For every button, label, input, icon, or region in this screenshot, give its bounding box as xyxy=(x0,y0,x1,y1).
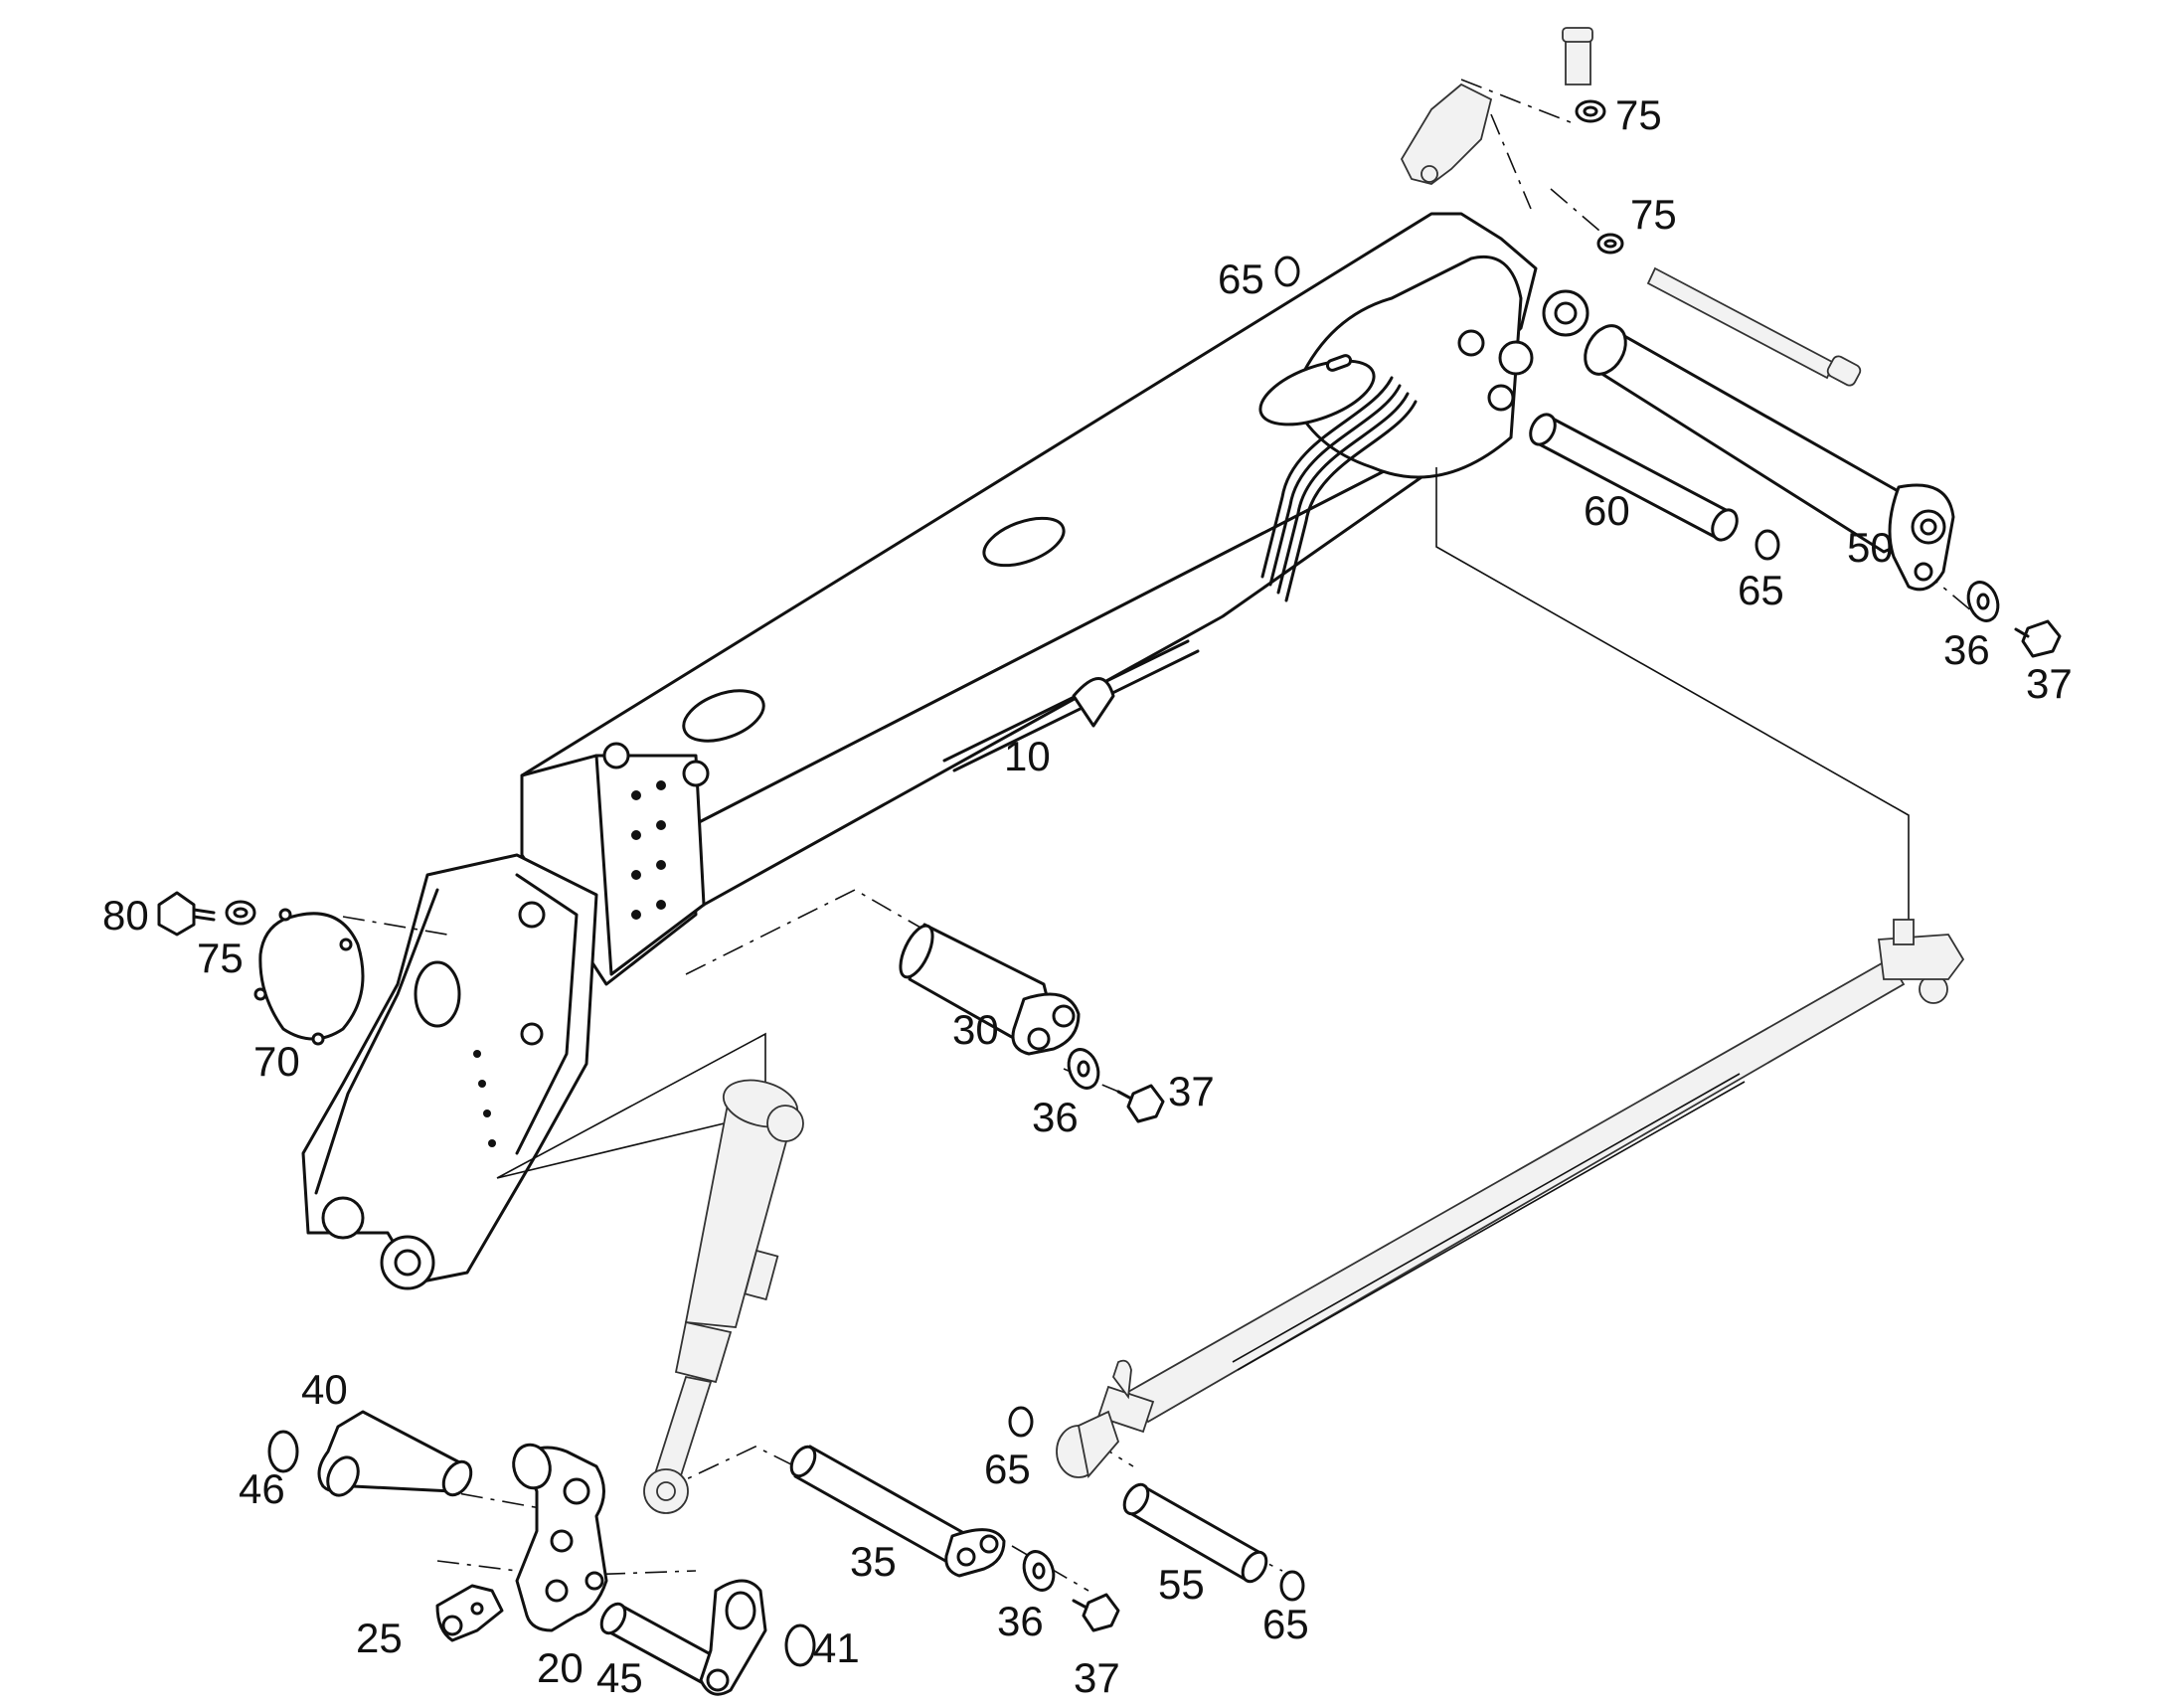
ring-46 xyxy=(267,1430,299,1473)
label-65d: 65 xyxy=(1262,1601,1309,1647)
bolt-37c xyxy=(2014,619,2062,658)
washer-75c xyxy=(225,900,256,926)
label-36a: 36 xyxy=(1032,1094,1079,1140)
part-labels: 10 20 25 30 35 36 36 36 37 37 37 40 41 4… xyxy=(102,91,2073,1701)
label-55: 55 xyxy=(1158,1561,1205,1608)
hydraulic-cylinder-main xyxy=(643,1079,804,1514)
label-45: 45 xyxy=(596,1654,643,1701)
label-75a: 75 xyxy=(1615,91,1662,138)
top-bracket xyxy=(1400,27,1593,185)
ring-65d xyxy=(1279,1570,1305,1602)
label-70: 70 xyxy=(253,1038,300,1085)
washer-36a xyxy=(1067,1048,1100,1090)
pin-55 xyxy=(1122,1482,1268,1584)
label-50: 50 xyxy=(1847,524,1894,571)
boom-knuckle-bracket xyxy=(301,853,598,1290)
pin-60 xyxy=(1529,413,1739,542)
hydraulic-cylinder-long xyxy=(1056,919,1965,1478)
boom-front-box xyxy=(520,742,710,986)
washer-36c xyxy=(1966,581,2000,622)
long-bolt xyxy=(1646,266,1862,387)
ring-65a xyxy=(1274,256,1300,287)
bolt-37b xyxy=(1072,1593,1120,1632)
ring-65c xyxy=(1008,1406,1034,1438)
bolt-80 xyxy=(157,891,216,937)
label-60: 60 xyxy=(1584,487,1630,534)
label-75b: 75 xyxy=(1630,191,1677,238)
washer-75a xyxy=(1575,99,1606,123)
label-65b: 65 xyxy=(1738,567,1784,613)
washer-75b xyxy=(1596,233,1624,255)
label-25: 25 xyxy=(356,1615,403,1661)
pin-50 xyxy=(1584,324,1955,592)
label-20: 20 xyxy=(537,1644,584,1691)
label-37b: 37 xyxy=(1074,1654,1120,1701)
label-80: 80 xyxy=(102,892,149,939)
link-20 xyxy=(512,1443,608,1632)
label-10: 10 xyxy=(1004,733,1051,779)
label-37c: 37 xyxy=(2026,660,2073,707)
label-65a: 65 xyxy=(1218,256,1264,302)
ring-41 xyxy=(784,1623,816,1667)
label-46: 46 xyxy=(239,1465,285,1512)
ring-65b xyxy=(1755,529,1780,561)
bolt-37a xyxy=(1116,1084,1165,1123)
label-75c: 75 xyxy=(197,935,244,981)
label-40: 40 xyxy=(301,1366,348,1413)
label-30: 30 xyxy=(952,1006,999,1053)
pin-45 xyxy=(599,1579,767,1696)
label-37a: 37 xyxy=(1168,1068,1215,1114)
label-41: 41 xyxy=(813,1624,860,1671)
bracket-25 xyxy=(435,1584,504,1642)
washer-36b xyxy=(1022,1550,1056,1592)
label-65c: 65 xyxy=(984,1446,1031,1492)
label-36c: 36 xyxy=(1943,626,1990,673)
pin-30 xyxy=(899,923,1081,1056)
cover-plate-70 xyxy=(253,908,365,1046)
boom-arm xyxy=(520,212,1589,927)
pin-35 xyxy=(789,1445,1006,1578)
pin-40 xyxy=(317,1410,473,1497)
label-35: 35 xyxy=(850,1538,897,1585)
label-36b: 36 xyxy=(997,1598,1044,1644)
